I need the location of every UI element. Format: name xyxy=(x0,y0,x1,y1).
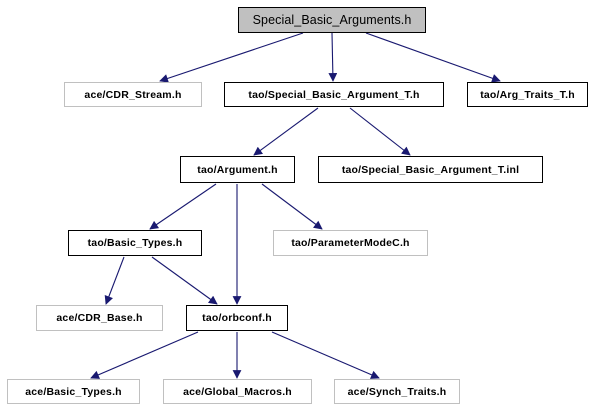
graph-edge-tao-argument-h--tao-basic-types-h xyxy=(149,183,217,230)
graph-edge-tao-argument-h--tao-parametermodec-h xyxy=(261,183,323,230)
graph-node-ace-cdr-stream-h[interactable]: ace/CDR_Stream.h xyxy=(64,82,202,107)
graph-node-tao-orbconf-h[interactable]: tao/orbconf.h xyxy=(186,305,288,331)
graph-edge-tao-basic-types-h--ace-cdr-base-h xyxy=(104,256,125,305)
graph-edge-tao-basic-types-h--tao-orbconf-h xyxy=(151,256,218,305)
graph-node-ace-cdr-base-h[interactable]: ace/CDR_Base.h xyxy=(36,305,163,331)
graph-edge-tao-special-basic-argument-t-h--tao-argument-h xyxy=(253,107,319,156)
graph-node-tao-basic-types-h[interactable]: tao/Basic_Types.h xyxy=(68,230,202,256)
graph-edge-tao-orbconf-h--ace-basic-types-h xyxy=(90,331,199,379)
graph-edge-tao-orbconf-h--ace-synch-traits-h xyxy=(271,331,380,379)
graph-edge-special-basic-arguments-h--tao-arg-traits-t-h xyxy=(365,32,501,83)
graph-edge-special-basic-arguments-h--tao-special-basic-argument-t-h xyxy=(328,32,338,82)
graph-node-ace-synch-traits-h[interactable]: ace/Synch_Traits.h xyxy=(334,379,460,404)
graph-node-tao-special-basic-argument-t-h[interactable]: tao/Special_Basic_Argument_T.h xyxy=(224,82,444,107)
graph-node-special-basic-arguments-h[interactable]: Special_Basic_Arguments.h xyxy=(238,7,426,33)
graph-node-tao-arg-traits-t-h[interactable]: tao/Arg_Traits_T.h xyxy=(467,82,588,107)
graph-edge-tao-special-basic-argument-t-h--tao-special-basic-argument-t-inl xyxy=(349,107,411,156)
graph-node-tao-special-basic-argument-t-inl[interactable]: tao/Special_Basic_Argument_T.inl xyxy=(318,156,543,183)
graph-node-tao-parametermodec-h[interactable]: tao/ParameterModeC.h xyxy=(273,230,428,256)
graph-node-tao-argument-h[interactable]: tao/Argument.h xyxy=(180,156,295,183)
graph-node-ace-global-macros-h[interactable]: ace/Global_Macros.h xyxy=(163,379,312,404)
graph-node-ace-basic-types-h[interactable]: ace/Basic_Types.h xyxy=(7,379,140,404)
graph-edge-special-basic-arguments-h--ace-cdr-stream-h xyxy=(159,32,304,83)
